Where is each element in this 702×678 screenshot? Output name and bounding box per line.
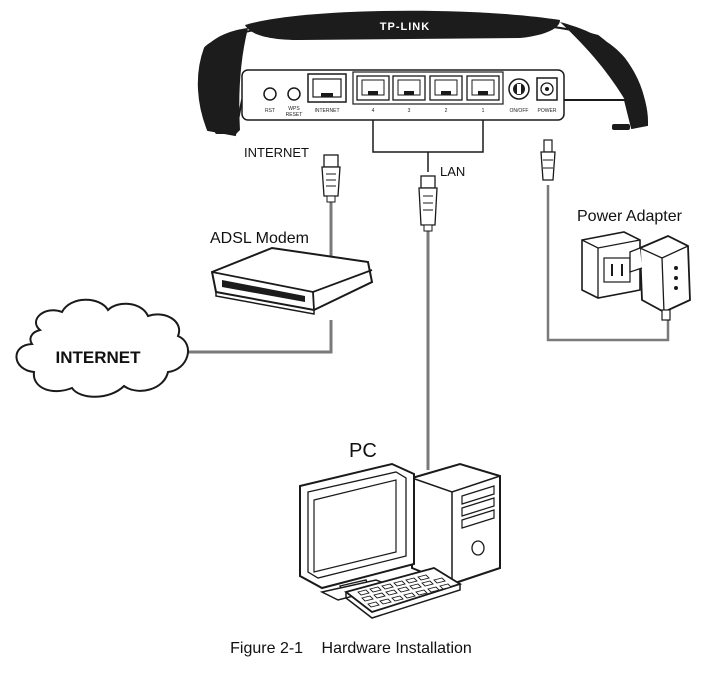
- lan-2-label: 2: [445, 108, 448, 114]
- lan-port-3: [392, 75, 426, 101]
- power-jack-label: POWER: [538, 108, 557, 114]
- figure-caption: Figure 2-1 Hardware Installation: [0, 640, 702, 658]
- internet-rj45-plug: [321, 154, 341, 203]
- lan-rj45-plug: [418, 175, 438, 232]
- router-foot-left: [215, 128, 233, 134]
- router-brand: TP-LINK: [380, 21, 430, 33]
- power-adapter: [581, 231, 691, 321]
- lan-1-label: 1: [482, 108, 485, 114]
- lan-callout: LAN: [440, 164, 465, 179]
- lan-3-label: 3: [408, 108, 411, 114]
- lan-4-label: 4: [372, 108, 375, 114]
- internet-port-label: INTERNET: [315, 108, 340, 114]
- wps-label: WPS: [288, 106, 300, 112]
- figure-title: Hardware Installation: [321, 640, 472, 657]
- router-foot-right: [612, 124, 630, 130]
- adsl-modem: [210, 246, 374, 315]
- figure-number: Figure 2-1: [230, 640, 304, 657]
- lan-port-4: [356, 75, 390, 101]
- power-adapter-label: Power Adapter: [577, 208, 683, 225]
- router-right-wing: [560, 22, 648, 128]
- internet-port: [307, 73, 347, 103]
- lan-bracket: [372, 120, 484, 172]
- pc-tower: [411, 462, 501, 586]
- reset-label: RESET: [286, 112, 303, 118]
- cloud-label: INTERNET: [56, 348, 142, 367]
- router-left-wing: [198, 28, 248, 135]
- internet-cloud: INTERNET: [15, 298, 189, 398]
- wps-reset-button: [287, 87, 301, 101]
- pc-keyboard: [344, 567, 463, 619]
- modem-label: ADSL Modem: [210, 230, 309, 247]
- pc-label: PC: [349, 440, 377, 462]
- lan-port-2: [429, 75, 463, 101]
- dc-power-plug: [540, 139, 556, 181]
- router: TP-LINK RST WPS RESET INTERNET: [197, 10, 649, 137]
- pc: [299, 462, 501, 619]
- power-switch: [508, 78, 530, 100]
- lan-port-group: [352, 71, 504, 105]
- internet-port-callout: INTERNET: [244, 145, 309, 160]
- rst-button: [263, 87, 277, 101]
- onoff-label: ON/OFF: [510, 108, 529, 114]
- power-jack: [536, 77, 558, 101]
- power-cable: [546, 185, 670, 342]
- router-top-band: [245, 10, 560, 41]
- rst-label: RST: [265, 108, 275, 114]
- lan-port-1: [466, 75, 500, 101]
